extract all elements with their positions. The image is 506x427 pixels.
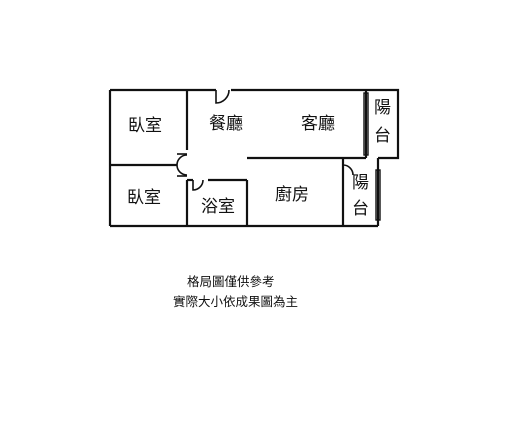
room-label-balcony-side-2: 台	[352, 199, 369, 219]
room-label-bedroom-bottom: 臥室	[127, 188, 161, 208]
balcony-door-arc	[342, 164, 354, 176]
bathroom-door-arc	[192, 179, 204, 191]
room-label-bathroom: 浴室	[201, 197, 235, 217]
room-label-balcony-top-2: 台	[374, 126, 391, 146]
room-label-kitchen: 廚房	[275, 184, 309, 205]
sliding-doors	[363, 92, 381, 221]
bedroom-top-door-arc	[176, 154, 188, 166]
disclaimer-line-1: 格局圖僅供參考	[187, 274, 275, 289]
doors	[176, 89, 354, 191]
room-label-living: 客廳	[301, 114, 335, 134]
bedroom-bottom-door-arc	[176, 164, 188, 176]
walls	[108, 88, 400, 228]
room-label-dining: 餐廳	[209, 114, 243, 134]
entry-door-arc	[215, 89, 230, 104]
room-label-balcony-side-1: 陽	[352, 173, 369, 193]
room-label-bedroom-top: 臥室	[128, 116, 162, 136]
disclaimer-line-2: 實際大小依成果圖為主	[173, 294, 299, 309]
room-label-balcony-top-1: 陽	[374, 98, 391, 118]
